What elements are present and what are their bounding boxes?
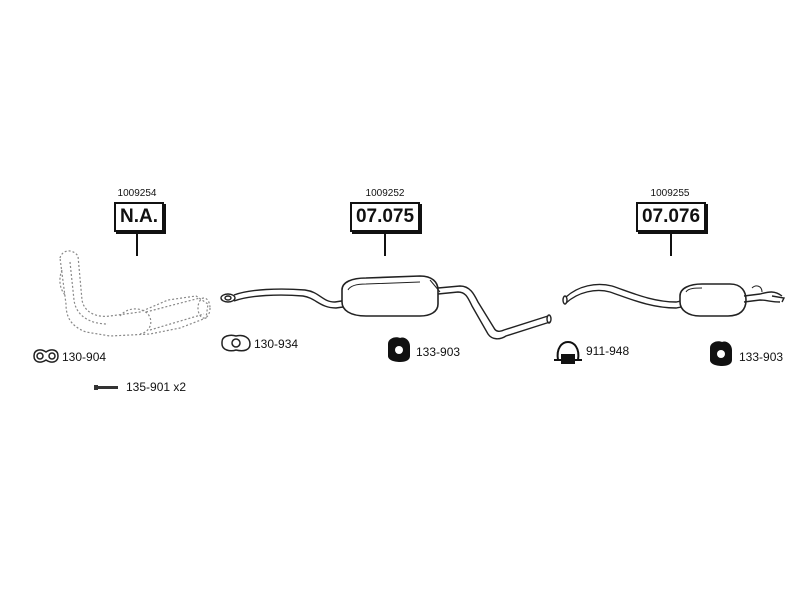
middle-section <box>220 275 552 340</box>
leader-line-rear <box>670 231 672 256</box>
accessory-code-flange-gasket: 130-904 <box>62 350 107 364</box>
pipe-clamp-icon <box>554 340 582 364</box>
accessory-code-pipe-clamp: 911-948 <box>586 344 630 358</box>
front-pipe-na <box>59 250 211 337</box>
rubber-mount-icon <box>710 341 732 366</box>
accessory-code-gasket: 130-934 <box>254 337 299 351</box>
catalog-label-rear: 07.076 <box>636 202 706 232</box>
catalog-label-middle: 07.075 <box>350 202 420 232</box>
flange-gasket-icon <box>33 349 59 363</box>
gasket-icon <box>221 334 251 352</box>
accessory-code-rubber-mount-middle: 133-903 <box>416 345 461 359</box>
part-number-front: 1009254 <box>117 188 157 199</box>
leader-line-middle <box>384 231 386 256</box>
bolt-icon <box>94 385 118 390</box>
accessory-code-bolt: 135-901 x2 <box>126 380 187 394</box>
part-number-rear: 1009255 <box>650 188 690 199</box>
accessory-code-rubber-mount-rear: 133-903 <box>739 350 784 364</box>
part-number-middle: 1009252 <box>365 188 405 199</box>
catalog-label-front: N.A. <box>114 202 164 232</box>
rubber-mount-icon <box>388 337 410 362</box>
leader-line-front <box>136 231 138 256</box>
rear-section <box>562 283 786 317</box>
